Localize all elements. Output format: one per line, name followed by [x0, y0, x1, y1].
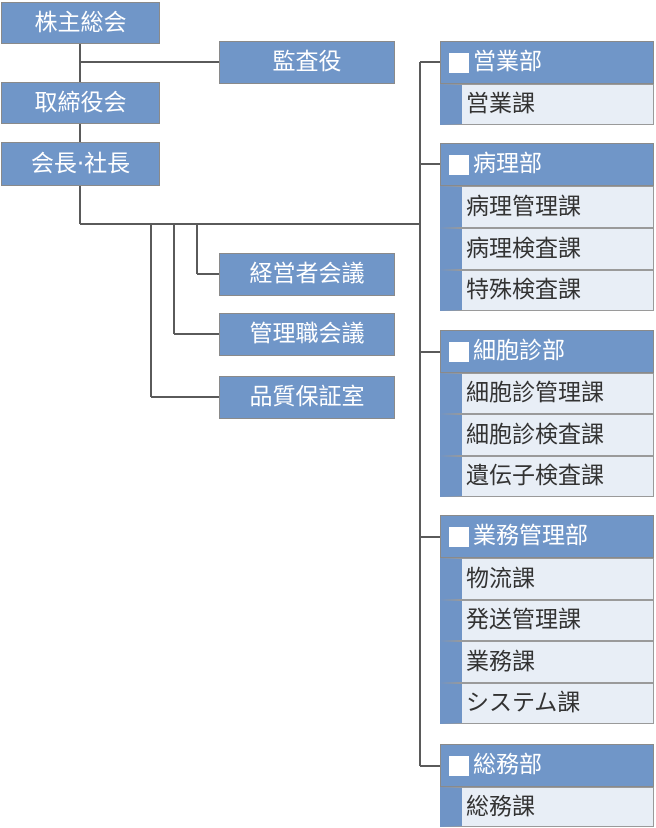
square-bullet-icon — [449, 755, 469, 776]
department-general-affairs: 総務部 — [440, 744, 654, 787]
section-label: 総務課 — [466, 793, 535, 820]
section-row: 病理管理課 — [440, 186, 654, 228]
managers-meeting-box: 管理職会議 — [219, 313, 395, 356]
section-row: 病理検査課 — [440, 228, 654, 270]
square-bullet-icon — [449, 341, 469, 362]
department-cytology: 細胞診部 — [440, 330, 654, 373]
department-label: 細胞診部 — [473, 338, 565, 364]
auditor-label: 監査役 — [272, 49, 342, 75]
shareholders-meeting-box: 株主総会 — [1, 2, 160, 44]
section-label: 業務課 — [466, 648, 535, 675]
section-label: 細胞診検査課 — [466, 421, 604, 448]
quality-office-label: 品質保証室 — [249, 384, 365, 410]
section-label: 物流課 — [466, 565, 535, 592]
department-label: 病理部 — [473, 151, 542, 177]
department-label: 総務部 — [473, 752, 542, 778]
auditor-box: 監査役 — [219, 41, 395, 84]
section-label: 遺伝子検査課 — [466, 463, 604, 489]
section-row: 物流課 — [440, 558, 654, 600]
department-label: 営業部 — [473, 49, 542, 75]
department-sales: 営業部 — [440, 41, 654, 84]
section-label: 病理検査課 — [466, 235, 581, 262]
president-box: 会長·社長 — [1, 142, 160, 186]
section-label: 発送管理課 — [466, 607, 581, 633]
managers-meeting-label: 管理職会議 — [249, 321, 365, 347]
section-label: 営業課 — [466, 91, 535, 117]
shareholders-meeting-label: 株主総会 — [34, 9, 127, 36]
management-meeting-label: 経営者会議 — [249, 261, 365, 287]
square-bullet-icon — [449, 526, 469, 547]
board-box: 取締役会 — [1, 82, 160, 124]
square-bullet-icon — [449, 154, 469, 175]
section-row: 業務課 — [440, 641, 654, 683]
section-label: 病理管理課 — [466, 193, 581, 220]
section-row: 営業課 — [440, 84, 654, 125]
section-row: 細胞診検査課 — [440, 414, 654, 456]
department-label: 業務管理部 — [473, 523, 588, 549]
section-label: 特殊検査課 — [466, 277, 581, 303]
section-row: システム課 — [440, 683, 654, 724]
department-operations: 業務管理部 — [440, 515, 654, 558]
section-row: 細胞診管理課 — [440, 373, 654, 414]
management-meeting-box: 経営者会議 — [219, 253, 395, 296]
department-pathology: 病理部 — [440, 143, 654, 186]
section-label: システム課 — [466, 690, 581, 716]
president-label: 会長·社長 — [30, 150, 131, 177]
quality-office-box: 品質保証室 — [219, 376, 395, 419]
section-row: 遺伝子検査課 — [440, 456, 654, 497]
section-row: 発送管理課 — [440, 600, 654, 641]
section-row: 総務課 — [440, 787, 654, 827]
square-bullet-icon — [449, 52, 469, 73]
section-row: 特殊検査課 — [440, 270, 654, 311]
board-label: 取締役会 — [34, 89, 127, 116]
section-label: 細胞診管理課 — [466, 380, 604, 406]
